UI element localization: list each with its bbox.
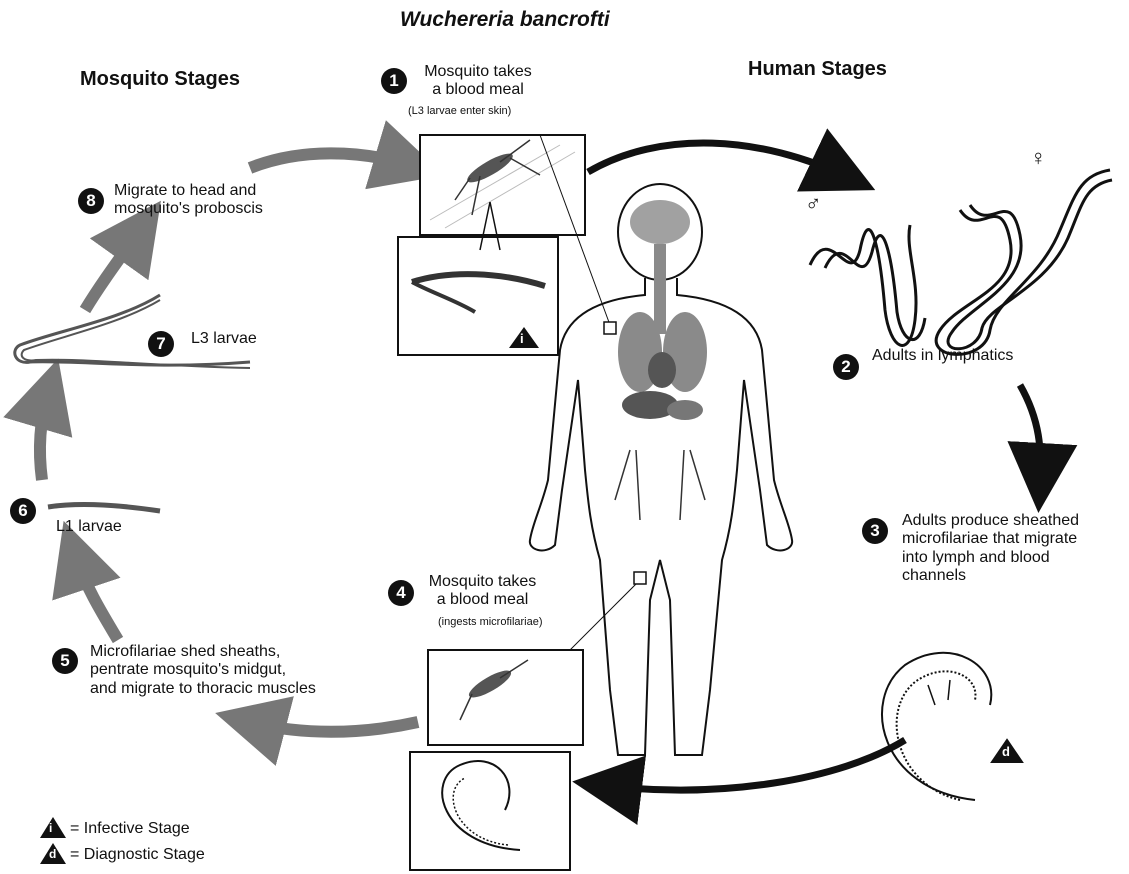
step-6-badge: 6 (10, 498, 36, 524)
mosquito-stages-heading: Mosquito Stages (80, 68, 240, 91)
arrow-2-to-3 (1020, 385, 1041, 485)
step-1-label: Mosquito takes a blood meal (418, 63, 538, 100)
arrow-1-to-2 (588, 143, 850, 178)
microfilaria-diagnostic (882, 653, 1022, 800)
step-2-badge: 2 (833, 354, 859, 380)
step-6-label: L1 larvae (56, 518, 122, 536)
step-3-badge: 3 (862, 518, 888, 544)
step-4-badge: 4 (388, 580, 414, 606)
microfilaria-panel (410, 752, 570, 870)
step-5-label: Microfilariae shed sheaths, pentrate mos… (90, 643, 316, 698)
step-7-label: L3 larvae (191, 330, 257, 348)
step-3-label: Adults produce sheathed microfilariae th… (902, 512, 1079, 586)
step-7-badge: 7 (148, 331, 174, 357)
step-4-label: Mosquito takes a blood meal (425, 573, 540, 610)
diagram-title: Wuchereria bancrofti (400, 8, 610, 32)
human-stages-heading: Human Stages (748, 58, 887, 81)
legend-diagnostic-symbol: d (49, 848, 56, 862)
step-1-sublabel: (L3 larvae enter skin) (408, 105, 511, 118)
mosquito-bite-panel-top (420, 135, 585, 235)
arrow-5-to-6 (75, 555, 118, 640)
step-4-sublabel: (ingests microfilariae) (438, 616, 543, 629)
step-8-badge: 8 (78, 188, 104, 214)
male-symbol: ♂ (805, 191, 822, 216)
adult-worms (810, 170, 1112, 354)
step-1-badge: 1 (381, 68, 407, 94)
arrow-6-to-7 (40, 393, 48, 480)
legend-infective-symbol: i (49, 822, 52, 836)
arrow-7-to-8 (85, 230, 140, 310)
legend-infective-text: = Infective Stage (70, 820, 190, 838)
arrow-8-to-1 (250, 153, 410, 168)
step-2-label: Adults in lymphatics (872, 347, 1013, 365)
l1-larva-drawing (48, 504, 160, 511)
diagnostic-marker-letter: d (1002, 745, 1010, 760)
female-symbol: ♀ (1030, 145, 1047, 170)
legend-diagnostic-text: = Diagnostic Stage (70, 846, 205, 864)
infective-marker-letter: i (520, 332, 524, 347)
step-5-badge: 5 (52, 648, 78, 674)
step-8-label: Migrate to head and mosquito's proboscis (114, 182, 263, 219)
internal-organs (615, 200, 707, 520)
arrow-4-to-5 (250, 722, 418, 732)
